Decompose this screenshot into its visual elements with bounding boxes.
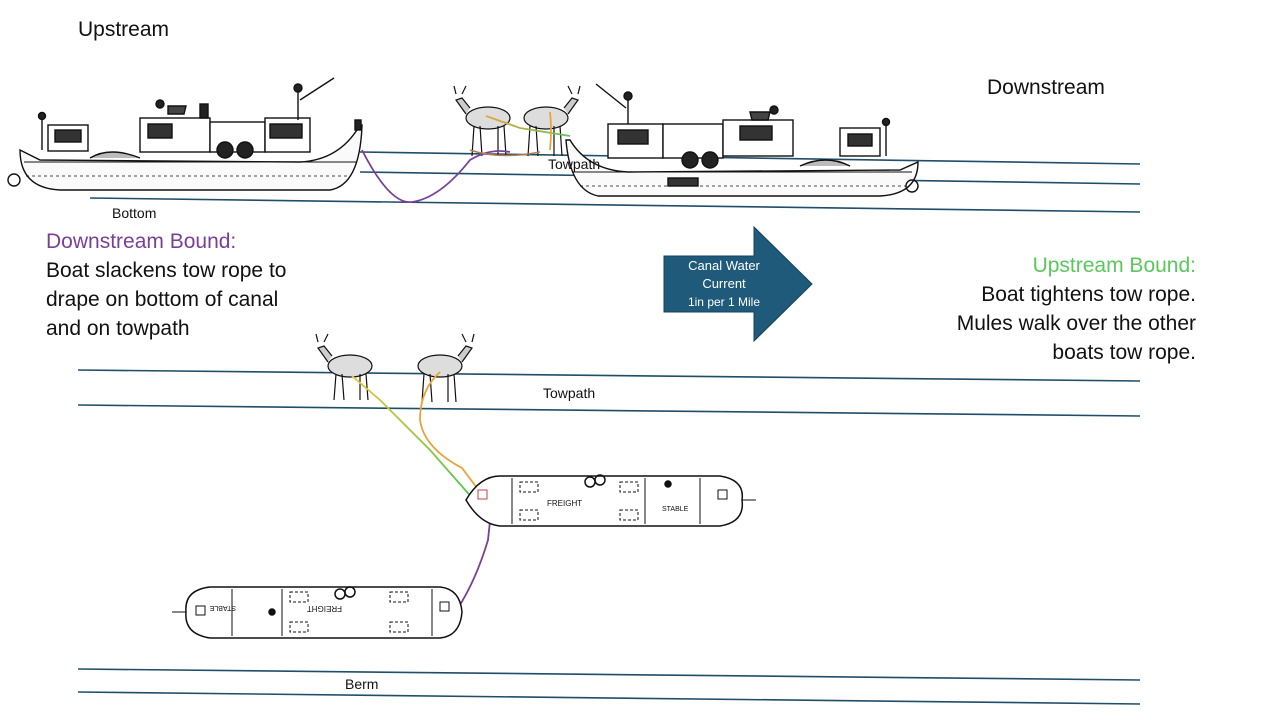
top-brown-rope <box>469 149 541 157</box>
downstream-bound-block: Downstream Bound: Boat slackens tow rope… <box>46 227 286 343</box>
top-orange-rope <box>549 111 552 151</box>
bottom-label: Bottom <box>112 205 157 221</box>
top-slack-tow-rope <box>361 149 511 203</box>
current-arrow-shape <box>663 225 813 343</box>
lower-orange-rope <box>419 371 481 493</box>
berm-line-1 <box>77 668 1141 681</box>
lower-tight-tow-rope <box>351 375 475 501</box>
upper-boat-freight-label: FREIGHT <box>547 499 582 508</box>
upstream-bound-block: Upstream Bound: Boat tightens tow rope. … <box>957 251 1196 367</box>
downstream-bound-line-2: drape on bottom of canal <box>46 288 279 311</box>
downstream-bound-line-1: Boat slackens tow rope to <box>46 259 287 282</box>
current-arrow-line-1: Canal Water <box>688 258 760 273</box>
upstream-bound-line-2: Mules walk over the other <box>956 312 1196 335</box>
lower-boat-freight-label: FREIGHT <box>307 604 342 613</box>
left-canal-boat-illustration <box>7 77 363 191</box>
upper-boat-stable-label: STABLE <box>662 506 689 513</box>
upstream-label: Upstream <box>78 18 170 41</box>
berm-lines <box>77 668 1141 705</box>
lower-mule-right <box>417 333 475 403</box>
lower-mule-left <box>315 333 373 401</box>
berm-label: Berm <box>345 676 379 692</box>
towpath-lines <box>77 369 1141 417</box>
berm-line-2 <box>77 691 1141 705</box>
downstream-bound-line-3: and on towpath <box>46 317 190 340</box>
downstream-label: Downstream <box>987 76 1105 99</box>
current-arrow-line-2: Current <box>702 276 746 291</box>
lower-boat-stable-label: STABLE <box>209 604 236 611</box>
lower-mules-illustration <box>315 333 475 403</box>
top-mule-right <box>523 85 581 157</box>
right-canal-boat-illustration <box>565 83 919 197</box>
upstream-bound-line-1: Boat tightens tow rope. <box>981 283 1196 306</box>
towpath-top-label: Towpath <box>548 156 601 172</box>
upstream-bound-title: Upstream Bound: <box>1032 254 1196 277</box>
current-arrow-label: Canal Water Current 1in per 1 Mile <box>664 257 784 311</box>
towpath-line-2 <box>77 404 1141 417</box>
towpath-line-1 <box>77 369 1141 382</box>
current-arrow-line-3: 1in per 1 Mile <box>687 295 761 309</box>
downstream-bound-title: Downstream Bound: <box>46 230 237 253</box>
top-water-line-3 <box>89 197 1141 213</box>
top-tight-tow-rope <box>485 115 571 137</box>
upstream-bound-line-3: boats tow rope. <box>1052 341 1196 364</box>
upper-boat-plan-view <box>465 474 756 527</box>
lower-boat-plan-view <box>172 586 463 639</box>
top-mules-illustration <box>453 85 581 157</box>
towpath-label: Towpath <box>543 385 596 401</box>
